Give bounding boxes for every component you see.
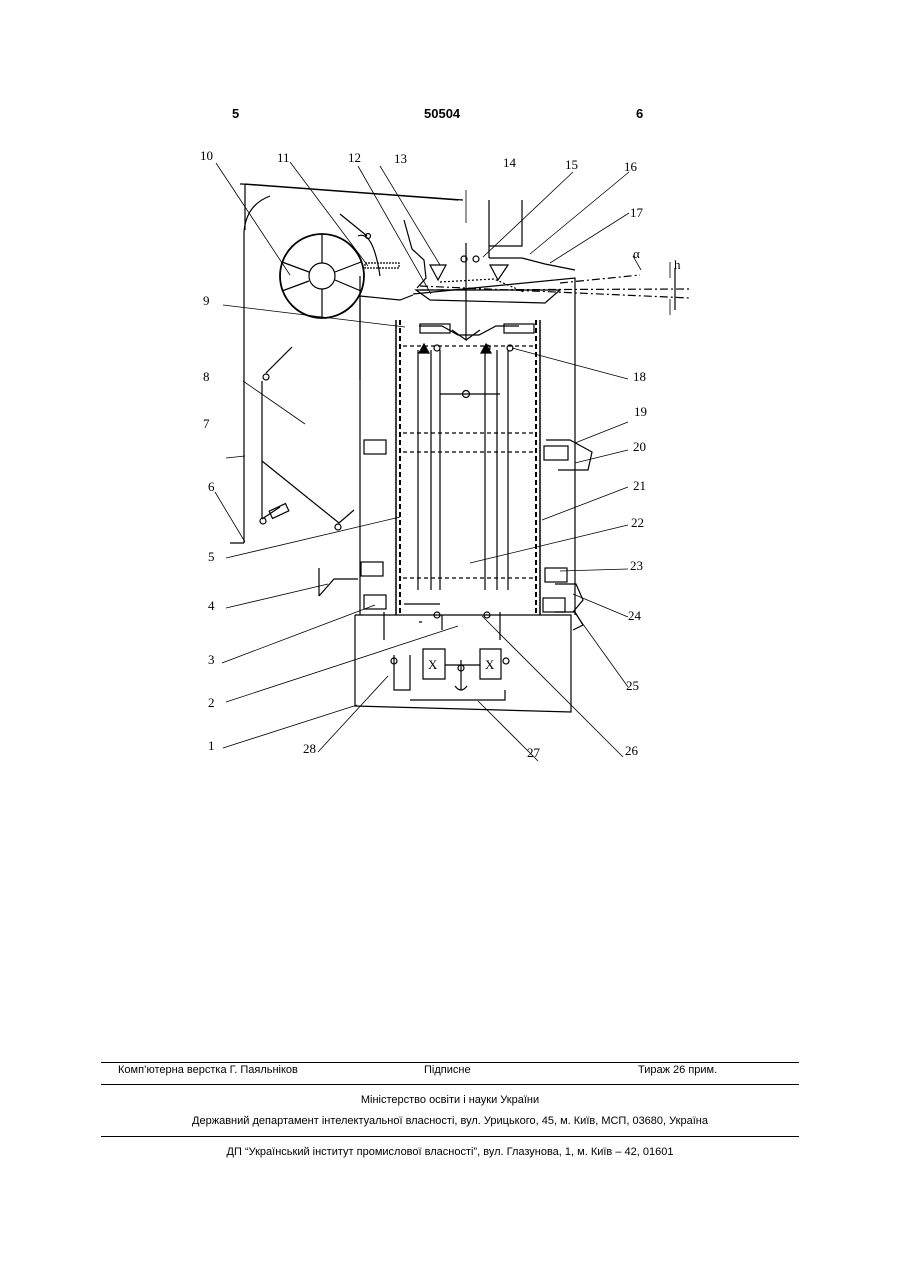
footer-rule-middle <box>101 1084 799 1085</box>
label-2: 2 <box>208 695 215 710</box>
label-14: 14 <box>503 155 517 170</box>
fan <box>280 234 364 318</box>
label-11: 11 <box>277 150 290 165</box>
x-mark-right: X <box>485 657 495 672</box>
label-3: 3 <box>208 652 215 667</box>
label-8: 8 <box>203 369 210 384</box>
label-5: 5 <box>208 549 215 564</box>
label-21: 21 <box>633 478 646 493</box>
label-9: 9 <box>203 293 210 308</box>
subscription-label: Підписне <box>424 1064 471 1076</box>
label-24: 24 <box>628 608 642 623</box>
print-run: Тираж 26 прим. <box>638 1064 717 1076</box>
label-23: 23 <box>630 558 643 573</box>
label-26: 26 <box>625 743 639 758</box>
footer-rule-bottom <box>101 1136 799 1137</box>
label-7: 7 <box>203 416 210 431</box>
label-27: 27 <box>527 745 541 760</box>
label-1: 1 <box>208 738 215 753</box>
label-4: 4 <box>208 598 215 613</box>
label-10: 10 <box>200 148 213 163</box>
label-6: 6 <box>208 479 215 494</box>
label-19: 19 <box>634 404 647 419</box>
label-16: 16 <box>624 159 638 174</box>
label-18: 18 <box>633 369 646 384</box>
symbol-alpha: α <box>633 246 640 261</box>
footer-rule-top <box>101 1062 799 1063</box>
label-22: 22 <box>631 515 644 530</box>
department-line: Державний департамент інтелектуальної вл… <box>101 1115 799 1127</box>
x-mark-left: X <box>428 657 438 672</box>
layout-credit: Комп’ютерна верстка Г. Паяльніков <box>118 1064 298 1076</box>
label-28: 28 <box>303 741 316 756</box>
label-15: 15 <box>565 157 578 172</box>
ministry-line: Міністерство освіти і науки України <box>101 1094 799 1106</box>
label-13: 13 <box>394 151 407 166</box>
label-12: 12 <box>348 150 361 165</box>
symbol-h: h <box>674 257 681 272</box>
label-25: 25 <box>626 678 639 693</box>
label-20: 20 <box>633 439 646 454</box>
label-17: 17 <box>630 205 644 220</box>
institute-line: ДП “Український інститут промислової вла… <box>101 1146 799 1158</box>
technical-drawing: 10 11 12 13 14 15 16 17 α h 9 8 7 6 5 4 … <box>0 0 901 800</box>
